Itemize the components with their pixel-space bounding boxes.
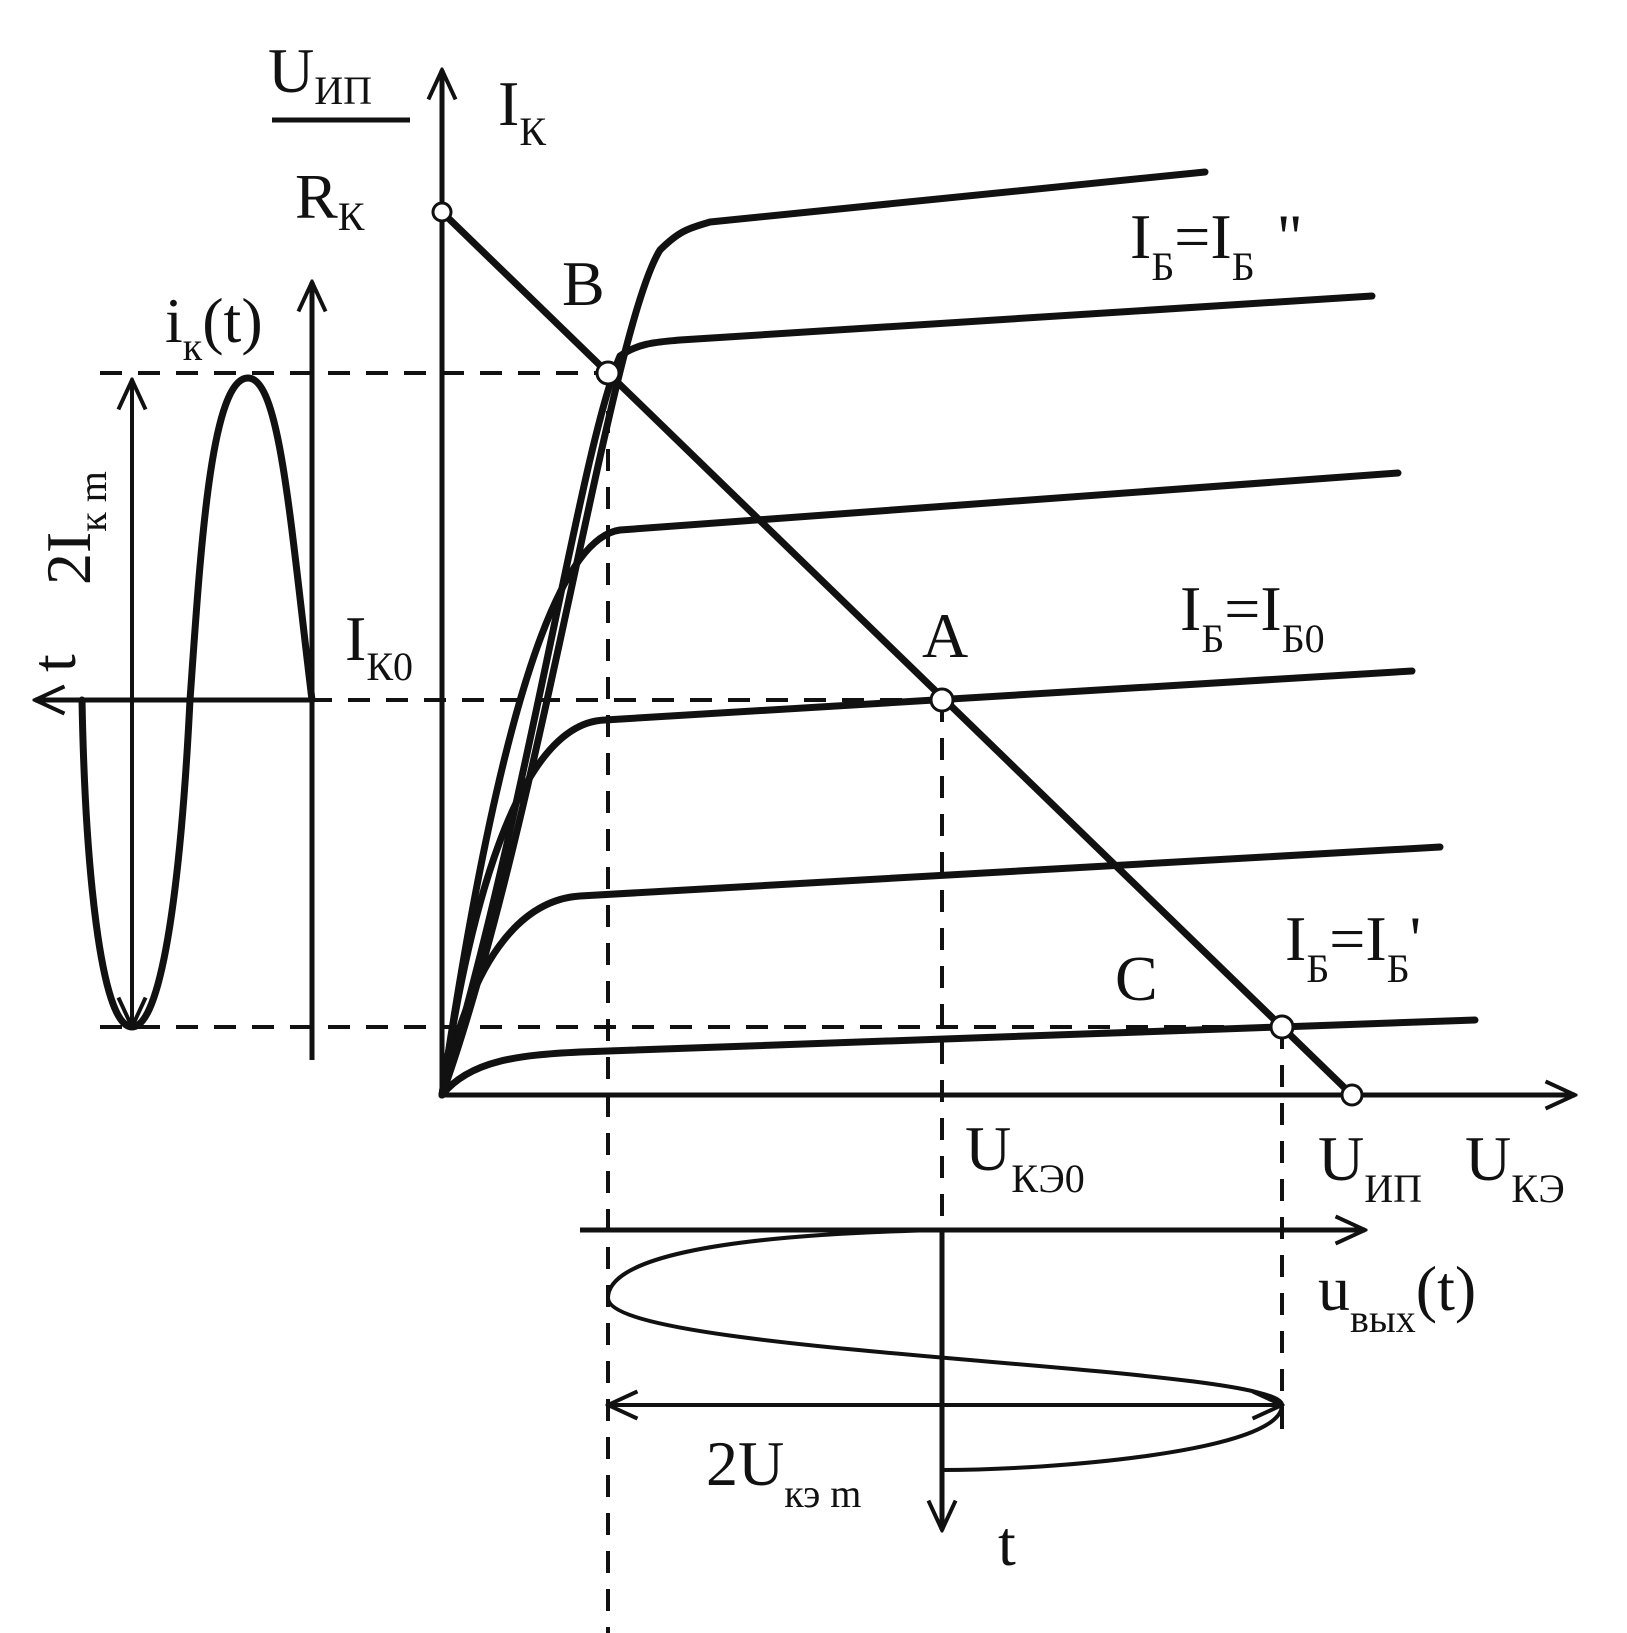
characteristic-curve-5 [438,292,1376,1099]
uke0-label: UКЭ0 [965,1113,1085,1201]
ik0-label: IК0 [345,603,413,689]
two-ikm-label: 2Iк m [33,471,115,585]
point-a-marker [929,687,955,713]
point-a-label: A [922,600,968,671]
ib-mid-curve-label: IБ=IБ0 [1180,573,1325,661]
uvyx-sine-waveform [606,1228,1284,1472]
characteristic-curve-1 [438,1016,1479,1099]
ik-sine-waveform [78,374,316,1031]
ib-top-curve-label: IБ=IБ" [1130,201,1303,289]
point-c-marker [1269,1014,1295,1040]
ik-t-label: iк(t) [165,285,263,369]
characteristic-curve-4 [438,469,1402,1099]
point-uip-rk [431,201,453,223]
ik-axis-label: IК [498,68,546,154]
point-uip-marker [1340,1083,1364,1107]
t-bottom-label: t [998,1508,1016,1579]
load-line [438,208,1356,1099]
uip-numerator-label: UИП [268,35,372,113]
point-c-label: C [1115,943,1158,1014]
uvyx-t-label: uвых(t) [1318,1253,1476,1341]
characteristic-curve-3 [438,667,1416,1099]
uke-axis-label: UКЭ [1465,1123,1565,1211]
point-b-marker [595,360,621,386]
t-left-label: t [18,654,89,672]
ib-low-curve-label: IБ=IБ' [1285,903,1421,991]
uip-axis-label: UИП [1318,1123,1422,1211]
point-b-label: B [562,248,605,319]
rk-denominator-label: RК [295,161,365,239]
two-ukem-label: 2Uкэ m [706,1428,861,1516]
